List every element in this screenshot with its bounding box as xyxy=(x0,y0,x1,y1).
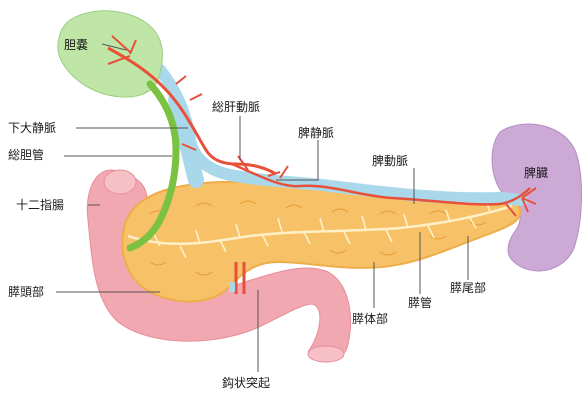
label-common-bile-duct: 総胆管 xyxy=(8,148,44,162)
label-spleen: 脾臓 xyxy=(524,166,548,180)
label-uncinate-process: 鈎状突起 xyxy=(222,376,270,390)
label-pancreatic-tail: 膵尾部 xyxy=(450,281,486,295)
label-inferior-vena-cava: 下大静脈 xyxy=(8,121,56,135)
portal-vein-shape xyxy=(160,70,522,200)
label-splenic-artery: 脾動脈 xyxy=(372,154,408,168)
label-pancreatic-body: 膵体部 xyxy=(352,312,388,326)
label-pancreatic-head: 膵頭部 xyxy=(8,285,44,299)
duodenum-bulb-end xyxy=(104,170,136,194)
duodenum-distal-end xyxy=(308,346,344,362)
label-pancreatic-duct: 膵管 xyxy=(408,296,432,310)
uncinate-vein-mark xyxy=(229,282,235,292)
label-common-hepatic-artery: 総肝動脈 xyxy=(212,100,260,114)
label-duodenum: 十二指腸 xyxy=(16,198,64,212)
label-splenic-vein: 脾静脈 xyxy=(298,126,334,140)
label-gallbladder: 胆嚢 xyxy=(64,38,88,52)
